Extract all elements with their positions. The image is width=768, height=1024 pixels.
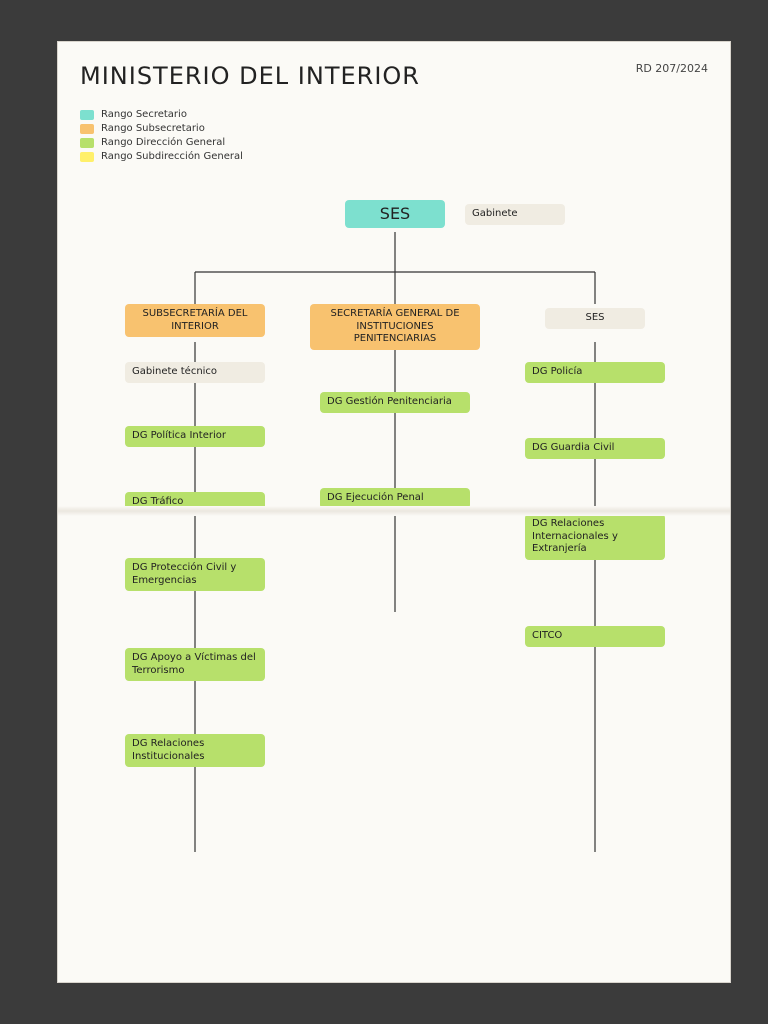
ejecucion-penal-node: DG Ejecución Penal [320,488,470,509]
subsecretaria-gabinete-node: Gabinete técnico [125,362,265,383]
document-reference: RD 207/2024 [635,62,708,75]
legend-item: Rango Dirección General [80,137,360,148]
document-title: MINISTERIO DEL INTERIOR [80,62,420,90]
legend-item: Rango Secretario [80,109,360,120]
legend: Rango Secretario Rango Subsecretario Ran… [80,106,360,165]
ses-branch-label: SES [545,308,645,329]
guardia-civil-node: DG Guardia Civil [525,438,665,459]
legend-label: Rango Subsecretario [101,123,205,134]
policia-node: DG Policía [525,362,665,383]
proteccion-civil-node: DG Protección Civil y Emergencias [125,558,265,591]
legend-swatch [80,151,94,162]
legend-item: Rango Subdirección General [80,151,360,162]
trafico-node: DG Tráfico [125,492,265,513]
subsecretaria-node: SUBSECRETARÍA DEL INTERIOR [125,304,265,337]
legend-label: Rango Subdirección General [101,151,243,162]
legend-swatch [80,123,94,134]
document-page: MINISTERIO DEL INTERIOR RD 207/2024 Rang… [58,42,730,982]
ses-node: SES [345,200,445,228]
ses-gabinete-node: Gabinete [465,204,565,225]
gestion-penitenciaria-node: DG Gestión Penitenciaria [320,392,470,413]
legend-label: Rango Secretario [101,109,187,120]
apoyo-victimas-node: DG Apoyo a Víctimas del Terrorismo [125,648,265,681]
organization-chart: SES Gabinete SUBSECRETARÍA DEL INTERIOR … [100,196,690,944]
legend-swatch [80,137,94,148]
cittco-node: CITCO [525,626,665,647]
politica-interior-node: DG Política Interior [125,426,265,447]
relaciones-institucionales-node: DG Relaciones Institucionales [125,734,265,767]
legend-label: Rango Dirección General [101,137,226,148]
relaciones-internacionales-node: DG Relaciones Internacionales y Extranje… [525,514,665,560]
legend-item: Rango Subsecretario [80,123,360,134]
secretaria-general-ip-node: SECRETARÍA GENERAL DE INSTITUCIONES PENI… [310,304,480,350]
legend-swatch [80,109,94,120]
